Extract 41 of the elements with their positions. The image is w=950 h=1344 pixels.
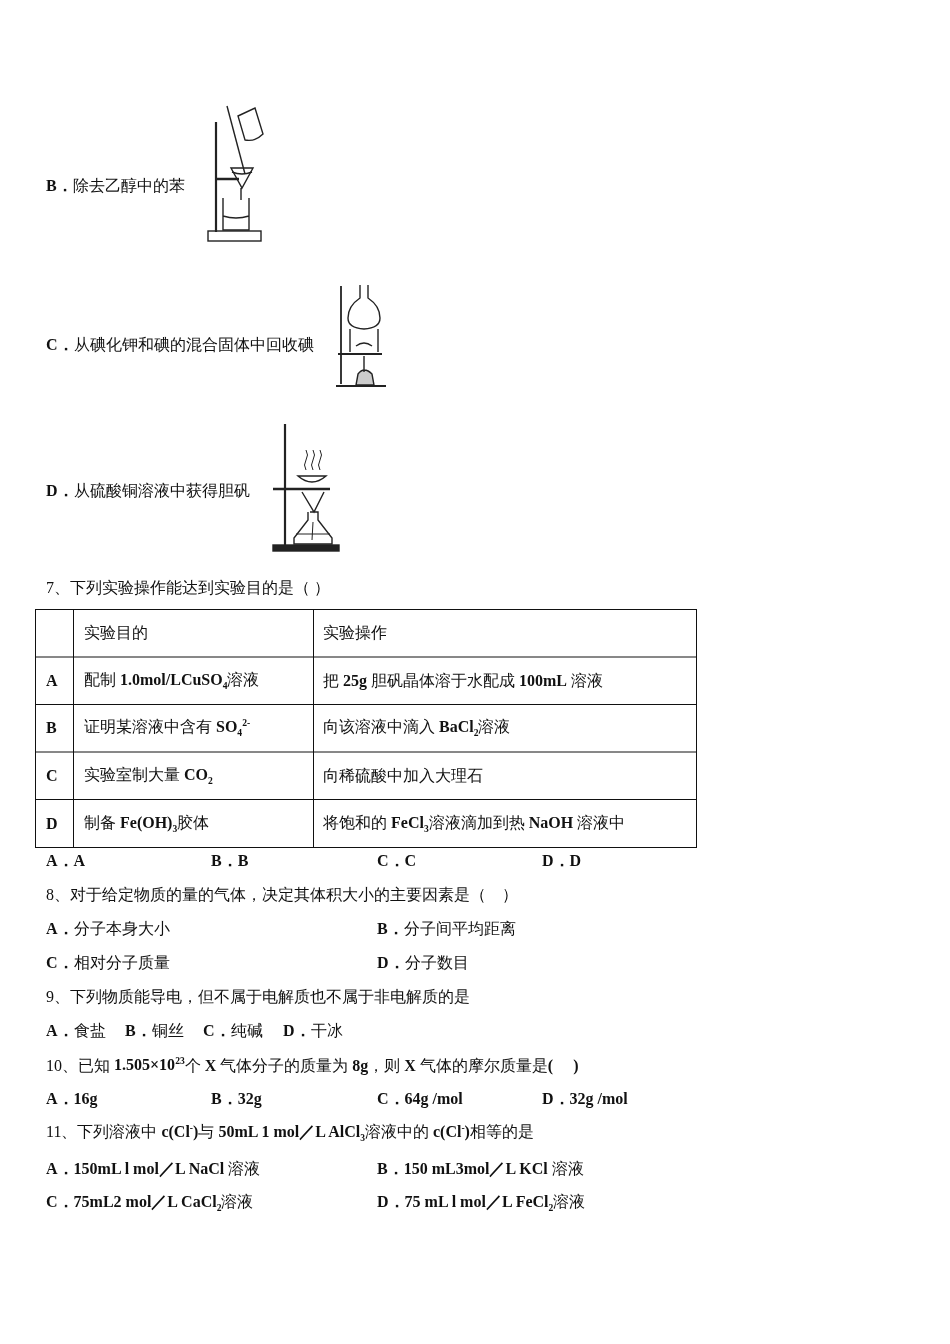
option-text: B．150 mL3mol／L KCl 溶液 [377, 1159, 584, 1179]
table-header: 实验目的 [84, 623, 148, 643]
option-text: D．32g /mol [542, 1089, 628, 1109]
row-label: A [46, 671, 58, 691]
table-text: 配制 1.0mol/LCuSO$_{4}$溶液 [84, 670, 260, 692]
option-text: B．32g [211, 1089, 262, 1109]
table-text: 向稀硫酸中加入大理石 [323, 766, 483, 786]
question-text: 10、已知 1.505×10$^{23}$个 X 气体分子的质量为 8g，则 X 气体的摩尔质量是( ) [46, 1055, 579, 1075]
option-text: A．16g [46, 1089, 98, 1109]
option-text: D．75 mL l mol／L FeCl$_{2}$溶液 [377, 1192, 586, 1214]
option-text: D．从硫酸铜溶液中获得胆矾 [46, 481, 250, 501]
option-text: D．D [542, 851, 582, 871]
question-text: 7、下列实验操作能达到实验目的是（ ） [46, 578, 330, 598]
option-text: D．分子数目 [377, 953, 469, 973]
option-text: B．分子间平均距离 [377, 919, 516, 939]
option-text: B．除去乙醇中的苯 [46, 176, 185, 196]
option-text: B．铜丝 [125, 1021, 184, 1041]
table-text: 将饱和的 FeCl$_{3}$溶液滴加到热 NaOH 溶液中 [323, 813, 626, 835]
table-text: 向该溶液中滴入 BaCl$_{2}$溶液 [323, 717, 511, 739]
option-text: C．C [377, 851, 417, 871]
option-text: A．食盐 [46, 1021, 106, 1041]
table-header: 实验操作 [323, 623, 387, 643]
table-text: 把 25g 胆矾晶体溶于水配成 100mL 溶液 [323, 671, 603, 691]
row-label: C [46, 766, 58, 786]
option-text: C．纯碱 [203, 1021, 263, 1041]
option-text: C．64g /mol [377, 1089, 463, 1109]
option-text: D．干冰 [283, 1021, 343, 1041]
option-text: A．分子本身大小 [46, 919, 170, 939]
question-text: 8、对于给定物质的量的气体，决定其体积大小的主要因素是（ ） [46, 885, 518, 905]
row-label: D [46, 814, 58, 834]
question-text: 9、下列物质能导电，但不属于电解质也不属于非电解质的是 [46, 987, 470, 1007]
table-text: 实验室制大量 CO$_{2}$ [84, 765, 213, 787]
option-text: C．从碘化钾和碘的混合固体中回收碘 [46, 335, 314, 355]
table-text: 制备 Fe(OH)$_{3}$胶体 [84, 813, 210, 835]
row-label: B [46, 718, 57, 738]
option-text: A．A [46, 851, 86, 871]
option-text: C．相对分子质量 [46, 953, 170, 973]
question-text: 11、下列溶液中 c(Cl$^{-}$)与 50mL 1 mol／L AlCl$_{3}$溶液中的 c(Cl$^{-}$)相等的是 [46, 1122, 534, 1144]
option-text: C．75mL2 mol／L CaCl$_{2}$溶液 [46, 1192, 254, 1214]
option-text: B．B [211, 851, 249, 871]
option-text: A．150mL l mol／L NaCl 溶液 [46, 1159, 261, 1179]
